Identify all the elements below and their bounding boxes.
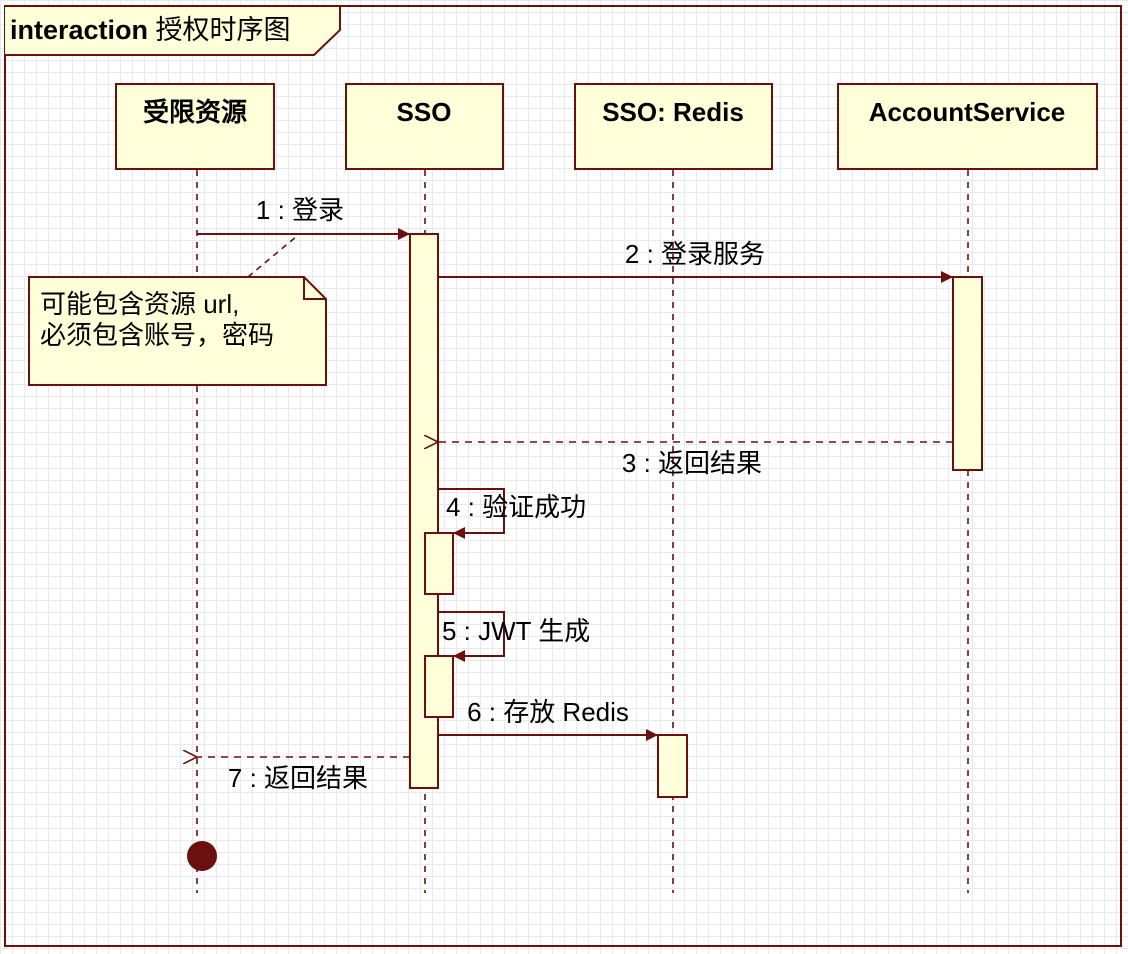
message-label: 2 : 登录服务	[625, 239, 765, 269]
interaction-frame	[4, 5, 1122, 947]
note-line-2: 必须包含账号，密码	[40, 320, 274, 350]
message-label: 3 : 返回结果	[622, 448, 762, 478]
participant-label: AccountService	[869, 97, 1066, 127]
participant-resource[interactable]: 受限资源	[115, 83, 275, 170]
message-label: 5 : JWT 生成	[442, 616, 590, 646]
frame-title: interaction 授权时序图	[10, 15, 291, 45]
participant-sso[interactable]: SSO	[345, 83, 504, 170]
message-label: 7 : 返回结果	[228, 763, 368, 793]
activation-sso-verify	[424, 532, 454, 595]
message-6[interactable]: 6 : 存放 Redis	[438, 697, 658, 741]
message-7[interactable]: 7 : 返回结果	[197, 757, 410, 793]
message-arrow	[438, 488, 505, 539]
note-line-1: 可能包含资源 url,	[40, 289, 239, 319]
message-1[interactable]: 1 : 登录	[197, 195, 410, 240]
participant-account[interactable]: AccountService	[837, 83, 1098, 170]
participant-redis[interactable]: SSO: Redis	[574, 83, 773, 170]
participant-box	[345, 83, 504, 170]
message-5[interactable]: 5 : JWT 生成	[438, 611, 590, 662]
message-label: 6 : 存放 Redis	[467, 697, 629, 727]
activation-sso-jwt	[424, 655, 454, 718]
termination-marker	[187, 841, 217, 871]
message-4[interactable]: 4 : 验证成功	[438, 488, 586, 539]
participant-label: SSO: Redis	[602, 97, 744, 127]
message-3[interactable]: 3 : 返回结果	[438, 442, 953, 478]
frame-title-tab	[5, 5, 341, 56]
participant-box	[115, 83, 275, 170]
note[interactable]: 可能包含资源 url, 必须包含账号，密码	[28, 235, 327, 386]
participant-label: 受限资源	[143, 97, 247, 127]
note-anchor-line	[247, 235, 298, 278]
participant-label: SSO	[397, 97, 452, 127]
activation-account	[952, 276, 983, 471]
participant-box	[837, 83, 1098, 170]
activation-redis	[657, 734, 688, 798]
message-arrow	[438, 611, 505, 662]
note-box	[28, 276, 327, 386]
participant-box	[574, 83, 773, 170]
message-label: 1 : 登录	[256, 195, 344, 225]
message-2[interactable]: 2 : 登录服务	[438, 239, 953, 283]
message-label: 4 : 验证成功	[446, 492, 586, 522]
note-fold	[303, 277, 326, 300]
